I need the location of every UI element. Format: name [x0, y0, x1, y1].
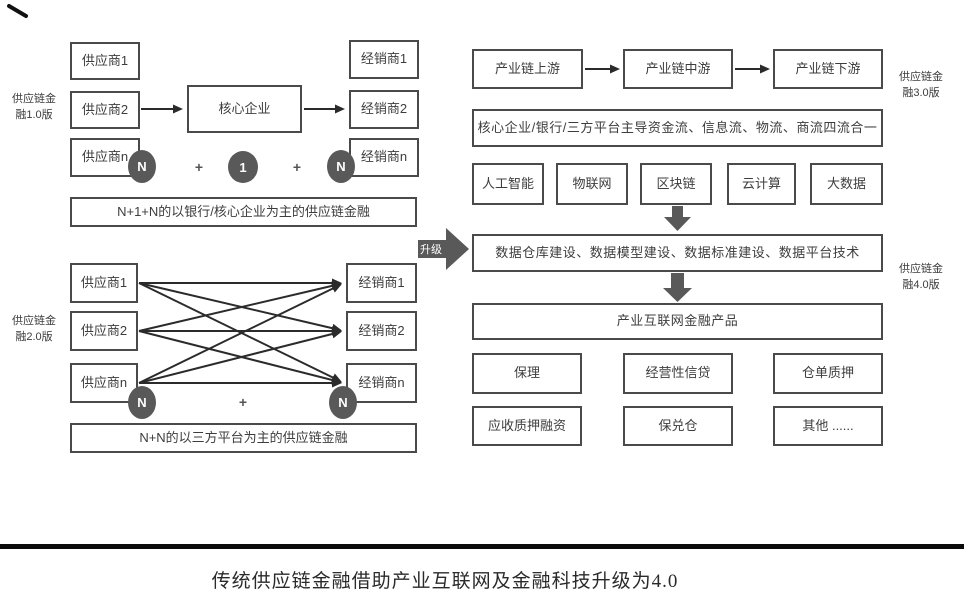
v1-circle-n-left: N: [128, 150, 156, 183]
upgrade-arrow: 升级: [418, 228, 469, 270]
v1-plus-right: +: [292, 159, 302, 175]
v3-chain-midstream-box: 产业链中游: [623, 49, 733, 89]
v4-product-confirmed-warehouse-box: 保兑仓: [623, 406, 733, 446]
v3-version-label: 供应链金 融3.0版: [886, 70, 956, 102]
v2-distributor-2-box: 经销商2: [346, 311, 417, 351]
v1-version-label-line2: 融1.0版: [15, 108, 53, 121]
v3-tech-iot-box: 物联网: [556, 163, 628, 205]
v1-core-enterprise-box: 核心企业: [187, 85, 302, 133]
v4-version-label-line1: 供应链金: [899, 263, 943, 275]
v3-integration-box: 核心企业/银行/三方平台主导资金流、信息流、物流、商流四流合一: [472, 109, 883, 147]
v3-tech-ai-box: 人工智能: [472, 163, 544, 205]
v1-distributor-n-box: 经销商n: [349, 138, 419, 177]
v2-version-label-line1: 供应链金: [12, 315, 56, 327]
down-arrow-data-to-platform-icon: [663, 273, 692, 302]
v1-plus-left: +: [194, 159, 204, 175]
v3-chain-downstream-box: 产业链下游: [773, 49, 883, 89]
v4-platform-box: 产业互联网金融产品: [472, 303, 883, 340]
v4-product-receivables-pledge-box: 应收质押融资: [472, 406, 582, 446]
v1-circle-n-right: N: [327, 150, 355, 183]
v2-version-label-line2: 融2.0版: [15, 330, 53, 343]
corner-ink-stroke-icon: [7, 4, 28, 18]
v4-product-others-box: 其他 ......: [773, 406, 883, 446]
v3-chain-upstream-box: 产业链上游: [472, 49, 583, 89]
v2-distributor-n-box: 经销商n: [346, 363, 417, 403]
v4-data-construction-box: 数据仓库建设、数据模型建设、数据标准建设、数据平台技术: [472, 234, 883, 272]
v1-summary-bar: N+1+N的以银行/核心企业为主的供应链金融: [70, 197, 417, 227]
v2-version-label: 供应链金 融2.0版: [4, 314, 64, 346]
down-arrow-tech-to-data-icon: [664, 206, 691, 231]
v1-version-label: 供应链金 融1.0版: [4, 92, 64, 124]
v3-version-label-line2: 融3.0版: [902, 86, 940, 99]
v2-supplier-n-box: 供应商n: [70, 363, 138, 403]
v4-version-label: 供应链金 融4.0版: [886, 262, 956, 294]
v2-cross-arrows: [138, 278, 342, 388]
v3-tech-cloud-box: 云计算: [727, 163, 796, 205]
figure-caption: 传统供应链金融借助产业互联网及金融科技升级为4.0: [211, 571, 679, 592]
v2-supplier-2-box: 供应商2: [70, 311, 138, 351]
v4-version-label-line2: 融4.0版: [902, 278, 940, 291]
upgrade-arrow-label: 升级: [420, 243, 442, 256]
v4-product-operating-credit-box: 经营性信贷: [623, 353, 733, 394]
v3-tech-blockchain-box: 区块链: [640, 163, 712, 205]
v2-distributor-1-box: 经销商1: [346, 263, 417, 303]
v2-circle-n-right: N: [329, 386, 357, 419]
v1-supplier-1-box: 供应商1: [70, 42, 140, 80]
v1-circle-one: 1: [228, 151, 258, 183]
v4-product-warehouse-pledge-box: 仓单质押: [773, 353, 883, 394]
v1-distributor-2-box: 经销商2: [349, 90, 419, 129]
v1-supplier-2-box: 供应商2: [70, 91, 140, 129]
v3-tech-bigdata-box: 大数据: [810, 163, 883, 205]
v2-plus: +: [238, 394, 248, 410]
v3-version-label-line1: 供应链金: [899, 71, 943, 83]
v2-supplier-1-box: 供应商1: [70, 263, 138, 303]
v1-distributor-1-box: 经销商1: [349, 40, 419, 79]
v4-product-factoring-box: 保理: [472, 353, 582, 394]
v1-version-label-line1: 供应链金: [12, 93, 56, 105]
divider-rule: [0, 544, 964, 549]
v2-circle-n-left: N: [128, 386, 156, 419]
v2-summary-bar: N+N的以三方平台为主的供应链金融: [70, 423, 417, 453]
